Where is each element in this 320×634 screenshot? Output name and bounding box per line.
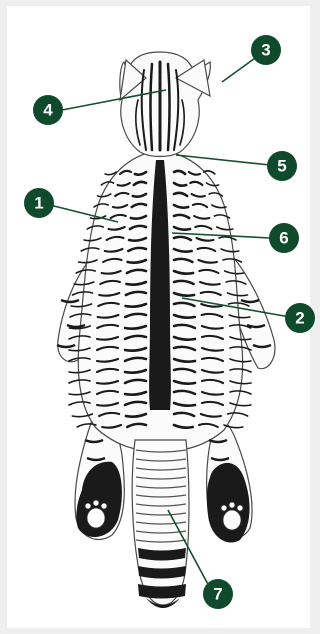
callout-label-2: 2 [295,309,304,328]
callout-label-6: 6 [279,229,288,248]
right-toe-bean-3 [237,505,243,511]
leader-line-3 [222,56,258,82]
callout-label-4: 4 [43,101,53,120]
left-paw-pad [87,508,105,528]
callout-label-3: 3 [261,41,270,60]
callout-badge-3: 3 [251,35,281,65]
callout-badge-4: 4 [33,95,63,125]
callout-label-5: 5 [277,157,286,176]
left-toe-bean-2 [93,500,99,506]
callout-badge-1: 1 [24,188,54,218]
callout-label-7: 7 [213,585,222,604]
left-toe-bean-3 [101,503,107,509]
right-toe-bean-1 [221,505,227,511]
callout-badge-5: 5 [267,151,297,181]
left-toe-bean-1 [85,503,91,509]
callout-badge-7: 7 [203,579,233,609]
right-toe-bean-2 [229,502,235,508]
callout-label-1: 1 [34,194,43,213]
right-paw-pad [223,510,241,530]
callout-badge-6: 6 [269,223,299,253]
callout-badge-2: 2 [285,303,315,333]
